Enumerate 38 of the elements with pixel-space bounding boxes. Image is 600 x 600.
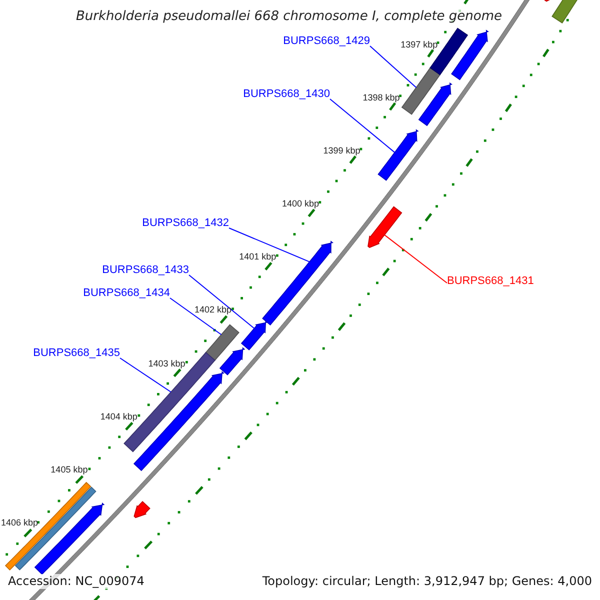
tick-label: 1399 kbp: [323, 146, 360, 157]
gene-feature: [134, 500, 150, 518]
tick-label: 1400 kbp: [282, 198, 320, 210]
feature-bar: [205, 324, 240, 361]
tick-label: 1406 kbp: [1, 518, 38, 529]
gene-feature: [451, 30, 489, 80]
gene-label: BURPS668_1430: [243, 88, 330, 101]
gene-feature: [262, 240, 334, 326]
gene-feature: [240, 320, 268, 350]
tick-label: 1402 kbp: [194, 304, 232, 316]
gene-feature: [368, 206, 402, 248]
tick-label: 1401 kbp: [239, 252, 276, 263]
gene-label: BURPS668_1432: [142, 217, 229, 230]
feature-bar: [124, 352, 216, 452]
tick-label: 1403 kbp: [148, 358, 186, 370]
leader-line: [330, 98, 396, 153]
gene-label: BURPS668_1429: [283, 35, 370, 48]
tick-label: 1397 kbp: [400, 40, 438, 51]
leader-line: [228, 228, 310, 262]
gene-label: BURPS668_1431: [447, 275, 534, 288]
leader-line: [170, 298, 222, 336]
tick-label: 1404 kbp: [100, 411, 138, 422]
summary-text: Topology: circular; Length: 3,912,947 bp; Genes: 4,000: [262, 574, 592, 589]
tick-label: 1405 kbp: [50, 464, 88, 476]
leader-line: [120, 358, 172, 392]
gene-label: BURPS668_1434: [83, 287, 170, 300]
gene-feature: [418, 82, 452, 126]
leader-line: [188, 274, 255, 329]
feature-bar: [401, 67, 441, 115]
gene-feature: [219, 347, 246, 376]
tick-label: 1398 kbp: [362, 92, 400, 104]
gene-feature: [378, 129, 419, 181]
leader-line: [384, 234, 448, 284]
accession-text: Accession: NC_009074: [8, 574, 144, 589]
gene-label: BURPS668_1435: [33, 347, 120, 360]
map-title: Burkholderia pseudomallei 668 chromosome I, complete genome: [76, 8, 502, 25]
leader-line: [370, 46, 417, 88]
gene-label: BURPS668_1433: [102, 264, 189, 277]
